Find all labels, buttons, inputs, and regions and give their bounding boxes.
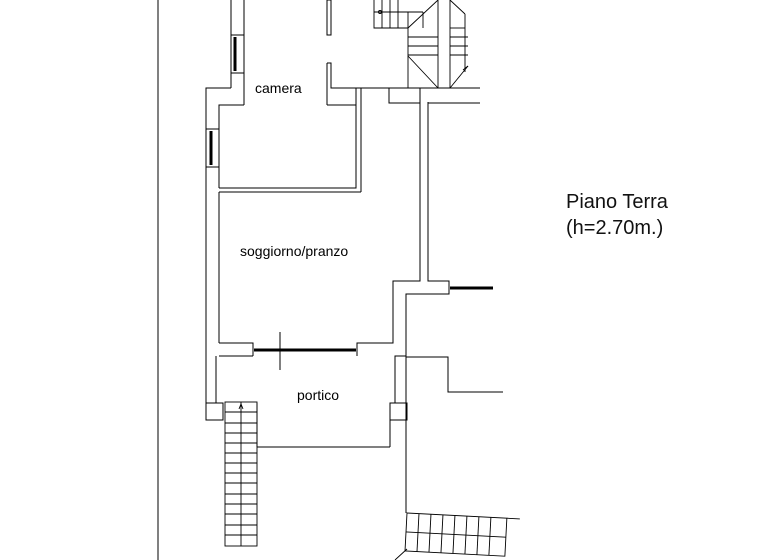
stair-bottom-right: [404, 512, 520, 557]
floor-title: Piano Terra: [566, 191, 668, 213]
camera-walls: [219, 0, 362, 193]
soggiorno-walls: [218, 102, 493, 370]
left-wall: [205, 0, 245, 403]
portico-walls: [205, 355, 503, 513]
floor-height-note: (h=2.70m.): [566, 217, 664, 239]
stair-left: [224, 401, 258, 547]
stair-top: [373, 0, 469, 89]
room-label-soggiorno-pranzo: soggiorno/pranzo: [240, 243, 349, 259]
room-label-portico: portico: [297, 387, 340, 403]
room-label-camera: camera: [255, 80, 302, 96]
corridor-walls: [361, 87, 480, 104]
